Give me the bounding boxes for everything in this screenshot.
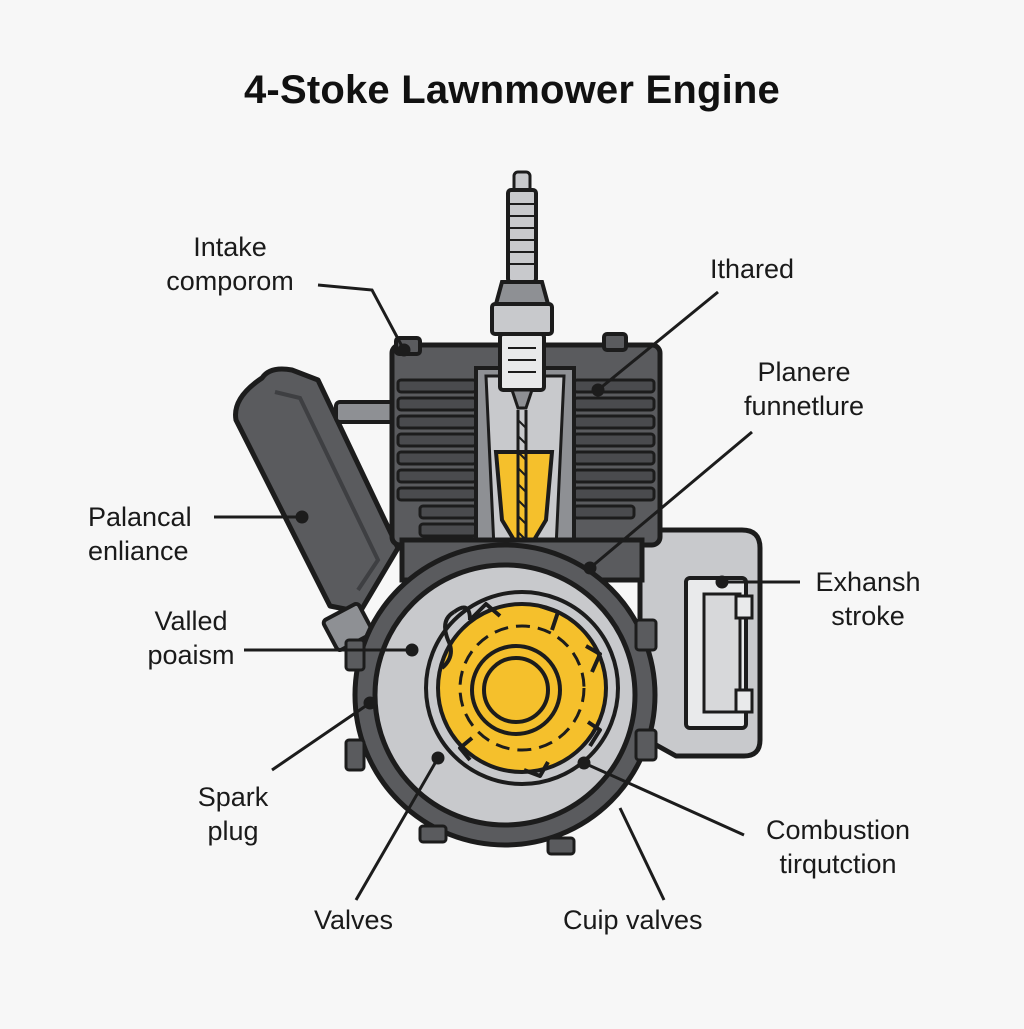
label-valves: Valves (314, 905, 394, 935)
label-cuip-valves: Cuip valves (563, 905, 703, 935)
label-planere-funnetlure: Planere funnetlure (743, 357, 865, 421)
label-exhansh-stroke: Exhansh stroke (815, 567, 921, 631)
intake-pipe (334, 400, 400, 424)
air-filter-housing (233, 366, 401, 652)
label-ithared: Ithared (710, 254, 795, 284)
cylinder-head (389, 332, 663, 552)
label-spark-plug: Spark plug (197, 782, 269, 846)
crankcase (344, 537, 658, 856)
label-palancal-enliance: Palancal enliance (88, 502, 192, 566)
spark-plug-graphic (490, 170, 554, 410)
label-valled-poaism: Valled poaism (147, 606, 235, 670)
muffler-box (637, 527, 763, 759)
diagram-title: 4-Stoke Lawnmower Engine (243, 68, 780, 112)
leader-lines (214, 283, 800, 901)
label-combustion-tirqutction: Combustion tirqutction (765, 815, 911, 879)
label-intake-comporom: Intake comporom (166, 232, 294, 296)
